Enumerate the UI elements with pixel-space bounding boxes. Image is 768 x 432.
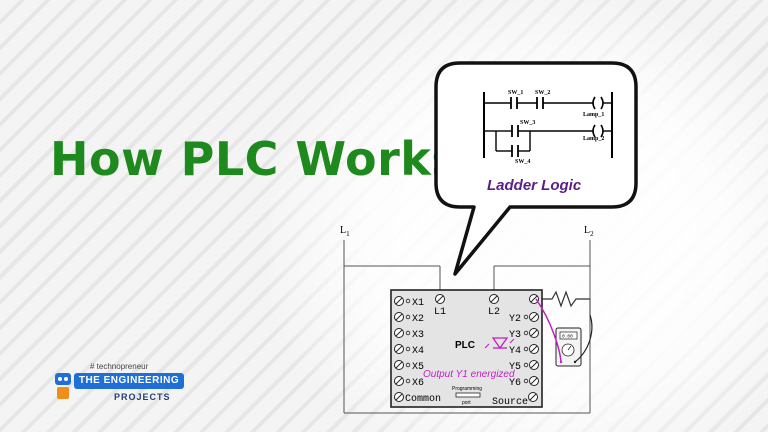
output-label: Y2: [509, 314, 521, 325]
output-status: Output Y1 energized: [423, 369, 515, 380]
line-l2-label: L2: [584, 225, 594, 238]
label-sw3: SW_3: [520, 120, 535, 126]
engineering-projects-logo: # technopreneur THE ENGINEERING PROJECTS: [52, 362, 192, 408]
plc-box: [390, 289, 543, 408]
bubble-caption: Ladder Logic: [487, 177, 582, 194]
output-label: Y4: [509, 346, 521, 357]
line-l1-label: L1: [340, 225, 350, 238]
output-label: Y6: [509, 378, 521, 389]
input-terminal: X2: [394, 312, 424, 325]
programming-port: [455, 392, 481, 398]
label-sw4: SW_4: [515, 159, 530, 165]
plc-label: PLC: [455, 340, 475, 351]
input-label: X4: [412, 346, 424, 357]
headline: How PLC Works: [50, 132, 460, 186]
input-label: X6: [412, 378, 424, 389]
input-terminal: X3: [394, 328, 424, 341]
robot-icon: [55, 373, 71, 399]
input-terminal: X4: [394, 344, 424, 357]
output-terminal: Y4: [509, 344, 539, 357]
logo-banner: THE ENGINEERING: [74, 373, 184, 389]
source-label: Source: [492, 397, 528, 408]
probe-lead-black: [574, 314, 593, 363]
common-label: Common: [405, 394, 441, 405]
output-terminal: Y5: [509, 360, 539, 373]
probe-lead-red: [535, 298, 562, 363]
output-label: Y5: [509, 362, 521, 373]
label-lamp2: Lamp_2: [583, 136, 604, 142]
speech-bubble: [434, 61, 638, 276]
load-resistor: [536, 290, 590, 308]
logo-subtitle: PROJECTS: [114, 392, 171, 402]
input-label: X1: [412, 298, 424, 309]
logo-tagline: # technopreneur: [90, 362, 149, 371]
output-terminal: Y3: [509, 328, 539, 341]
meter-display: [559, 331, 578, 340]
port-label: Programming: [452, 386, 482, 392]
output-label: Y3: [509, 330, 521, 341]
output-led-icon: [484, 337, 515, 350]
coil-lamp1: [592, 96, 596, 110]
meter-reading: 0.00: [562, 334, 573, 340]
label-sw2: SW_2: [535, 90, 550, 96]
label-sw1: SW_1: [508, 90, 523, 96]
coil-lamp2: [592, 124, 596, 138]
input-label: X5: [412, 362, 424, 373]
label-lamp1: Lamp_1: [583, 112, 604, 118]
input-terminal: X5: [394, 360, 424, 373]
input-terminal: X1: [394, 296, 424, 309]
terminal-l1-label: L1: [434, 307, 446, 318]
port-label-2: port: [462, 400, 471, 406]
output-terminal: Y2: [509, 312, 539, 325]
input-terminal: X6: [394, 376, 424, 389]
input-label: X2: [412, 314, 424, 325]
input-label: X3: [412, 330, 424, 341]
output-terminal: Y6: [509, 376, 539, 389]
terminal-l2-label: L2: [488, 307, 500, 318]
